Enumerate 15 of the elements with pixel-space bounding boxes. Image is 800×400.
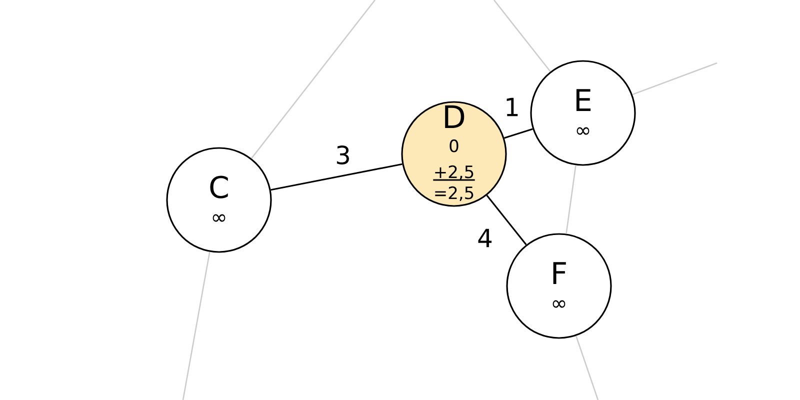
edge-label: 4 xyxy=(476,228,494,248)
circle-node: D 0 +2,5 =2,5 xyxy=(401,101,507,207)
circle-node: C ∞ xyxy=(166,147,272,253)
circle-node: E ∞ xyxy=(530,60,636,166)
edge-label: 3 xyxy=(334,144,352,166)
connector-line xyxy=(182,252,210,400)
connector-line xyxy=(270,163,402,191)
circle-node: F ∞ xyxy=(506,233,612,339)
connector-line xyxy=(632,62,718,96)
connector-line xyxy=(566,165,576,234)
connector-line xyxy=(250,0,376,159)
connector-line xyxy=(575,336,599,400)
connector-line xyxy=(504,128,533,139)
connector-line xyxy=(494,0,551,72)
connector-line xyxy=(486,194,527,246)
